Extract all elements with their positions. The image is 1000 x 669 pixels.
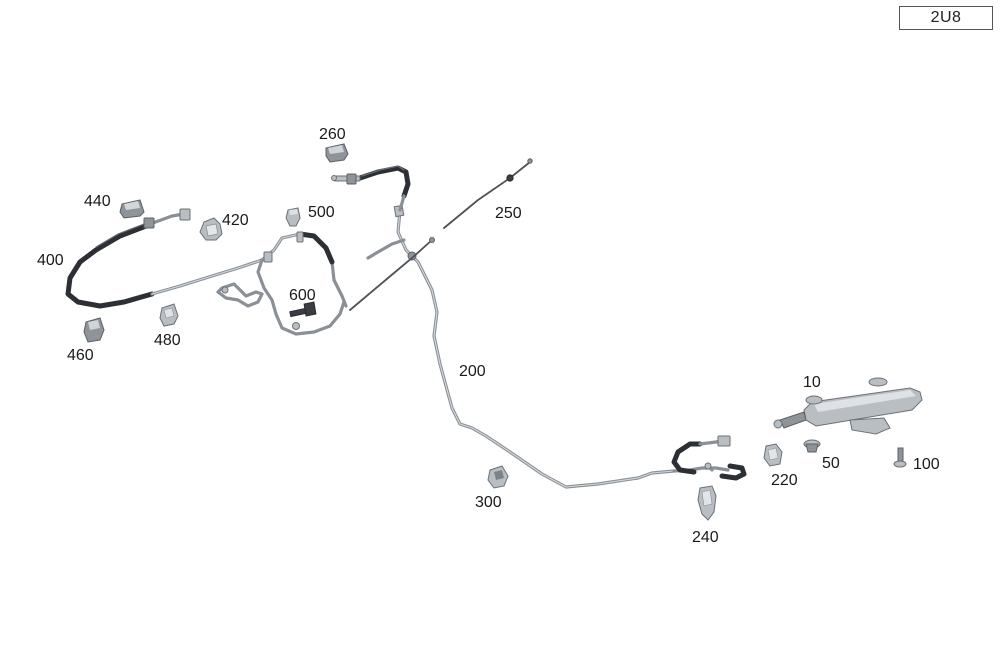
callout-10: 10 (803, 374, 821, 391)
part-420-clip (199, 217, 223, 241)
callout-460: 460 (67, 347, 94, 364)
part-400-hose-assembly (65, 208, 348, 336)
part-300-clip (487, 465, 509, 489)
part-100-bolt (893, 447, 907, 468)
part-250-cable (349, 158, 533, 311)
callout-250: 250 (495, 205, 522, 222)
callout-600: 600 (289, 287, 316, 304)
callout-200: 200 (459, 363, 486, 380)
part-240-hose-loop (671, 435, 747, 481)
part-440-clip (119, 199, 145, 219)
part-200-brake-line (366, 204, 676, 489)
callout-500: 500 (308, 204, 335, 221)
callout-400: 400 (37, 252, 64, 269)
callout-300: 300 (475, 494, 502, 511)
callout-420: 420 (222, 212, 249, 229)
callout-260: 260 (319, 126, 346, 143)
part-260-clip (325, 143, 349, 163)
part-480-clip (159, 303, 179, 327)
part-460-clip (83, 317, 105, 343)
part-240-clip (697, 485, 717, 521)
diagram-code-box: 2U8 (899, 6, 993, 30)
callout-50: 50 (822, 455, 840, 472)
part-500-clip (285, 207, 301, 227)
part-50-nut (803, 439, 821, 453)
callout-240: 240 (692, 529, 719, 546)
part-10-cylinder (773, 377, 923, 435)
callout-440: 440 (84, 193, 111, 210)
callout-220: 220 (771, 472, 798, 489)
part-260-hose (331, 165, 411, 212)
part-600-bolt (289, 301, 317, 318)
callout-480: 480 (154, 332, 181, 349)
callout-100: 100 (913, 456, 940, 473)
diagram-code: 2U8 (930, 9, 962, 26)
part-220-clip (763, 443, 783, 467)
